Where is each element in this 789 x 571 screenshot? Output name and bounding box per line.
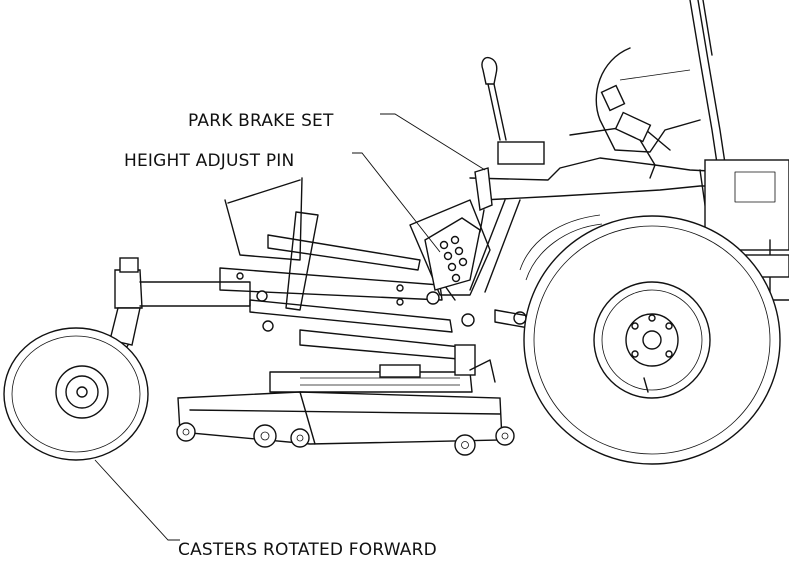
- callout-height-adjust-pin: HEIGHT ADJUST PIN: [124, 151, 294, 171]
- park-brake-handle: [474, 167, 493, 233]
- callout-casters-rotated-forward: CASTERS ROTATED FORWARD: [178, 540, 437, 560]
- callout-park-brake-set: PARK BRAKE SET: [188, 111, 334, 131]
- mower-deck: [177, 344, 503, 445]
- leader-park-brake: [380, 113, 486, 171]
- leader-casters: [94, 459, 180, 541]
- lift-linkage: [219, 199, 541, 361]
- control-lever: [481, 56, 545, 165]
- deck-wheels: [176, 422, 515, 456]
- leader-height-pin: [352, 152, 441, 253]
- hopper: [224, 177, 421, 311]
- rops-bar: [689, 0, 727, 171]
- seat-belt-buckle: [600, 84, 656, 179]
- rear-drive-wheel: [519, 214, 781, 465]
- caster-wheel: [3, 327, 149, 461]
- height-adjust-plate: [424, 217, 481, 291]
